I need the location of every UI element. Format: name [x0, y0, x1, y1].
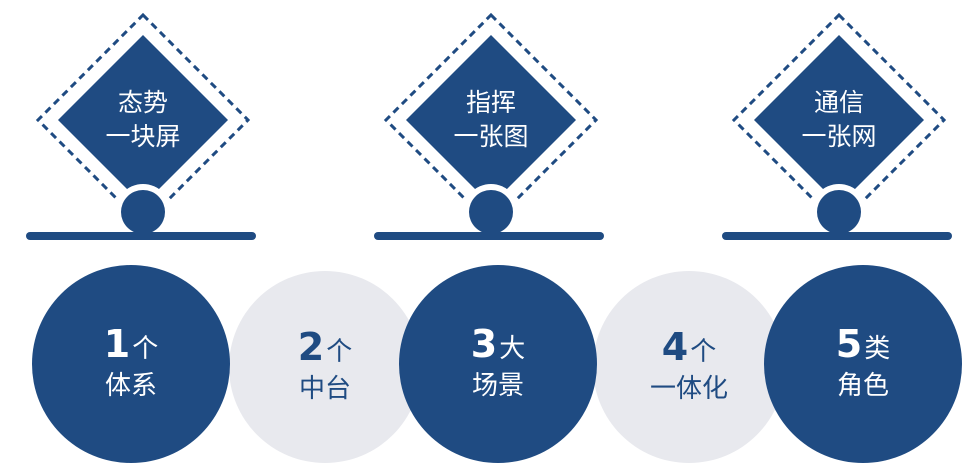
diamond-label-1: 态势 一块屏: [63, 86, 223, 154]
circle-item-3: 3 大 场景: [399, 265, 597, 463]
circle-1-label: 体系: [104, 371, 157, 402]
circle-2-label: 中台: [298, 374, 351, 405]
circle-5-number: 5: [835, 322, 863, 367]
diamond-fill-3: [754, 35, 924, 205]
circle-4-number: 4: [661, 325, 689, 370]
diamond-label-2: 指挥 一张图: [411, 86, 571, 154]
circle-2-number: 2: [297, 325, 325, 370]
diamond-knob-3: [817, 190, 861, 234]
diamond-label-1-line2: 一块屏: [105, 122, 181, 151]
circle-3-unit: 大: [499, 334, 526, 365]
circle-4-unit: 个: [690, 337, 717, 368]
circle-1-number: 1: [103, 322, 131, 367]
diamond-knob-1: [121, 190, 165, 234]
diamond-label-2-line2: 一张图: [453, 122, 529, 151]
circle-3-number: 3: [470, 322, 498, 367]
diamond-outline-1: [35, 12, 251, 228]
diamond-label-2-line1: 指挥: [465, 88, 516, 117]
diamond-group-2: [374, 12, 604, 240]
circle-3-label: 场景: [471, 371, 524, 402]
diamond-outline-2: [383, 12, 599, 228]
diamond-base-2: [374, 232, 604, 240]
diamond-base-3: [722, 232, 952, 240]
circle-2-unit: 个: [326, 337, 353, 368]
circle-4-label: 一体化: [649, 374, 728, 405]
diamond-group-3: [722, 12, 952, 240]
diamond-label-3-line2: 一张网: [801, 122, 877, 151]
diamond-label-3: 通信 一张网: [759, 86, 919, 154]
diamond-label-3-line1: 通信: [813, 88, 864, 117]
circle-item-5: 5 类 角色: [764, 265, 962, 463]
circle-5-unit: 类: [864, 334, 891, 365]
circle-item-2: 2 个 中台: [229, 271, 421, 463]
circle-item-4: 4 个 一体化: [593, 271, 785, 463]
diamond-knob-2: [469, 190, 513, 234]
circle-5-label: 角色: [836, 371, 889, 402]
diamond-group-1: [26, 12, 256, 240]
diamond-base-1: [26, 232, 256, 240]
diamond-outline-3: [731, 12, 947, 228]
diamond-fill-1: [58, 35, 228, 205]
diamond-fill-2: [406, 35, 576, 205]
circle-1-unit: 个: [132, 334, 159, 365]
diamond-label-1-line1: 态势: [117, 88, 168, 117]
circle-item-1: 1 个 体系: [32, 265, 230, 463]
